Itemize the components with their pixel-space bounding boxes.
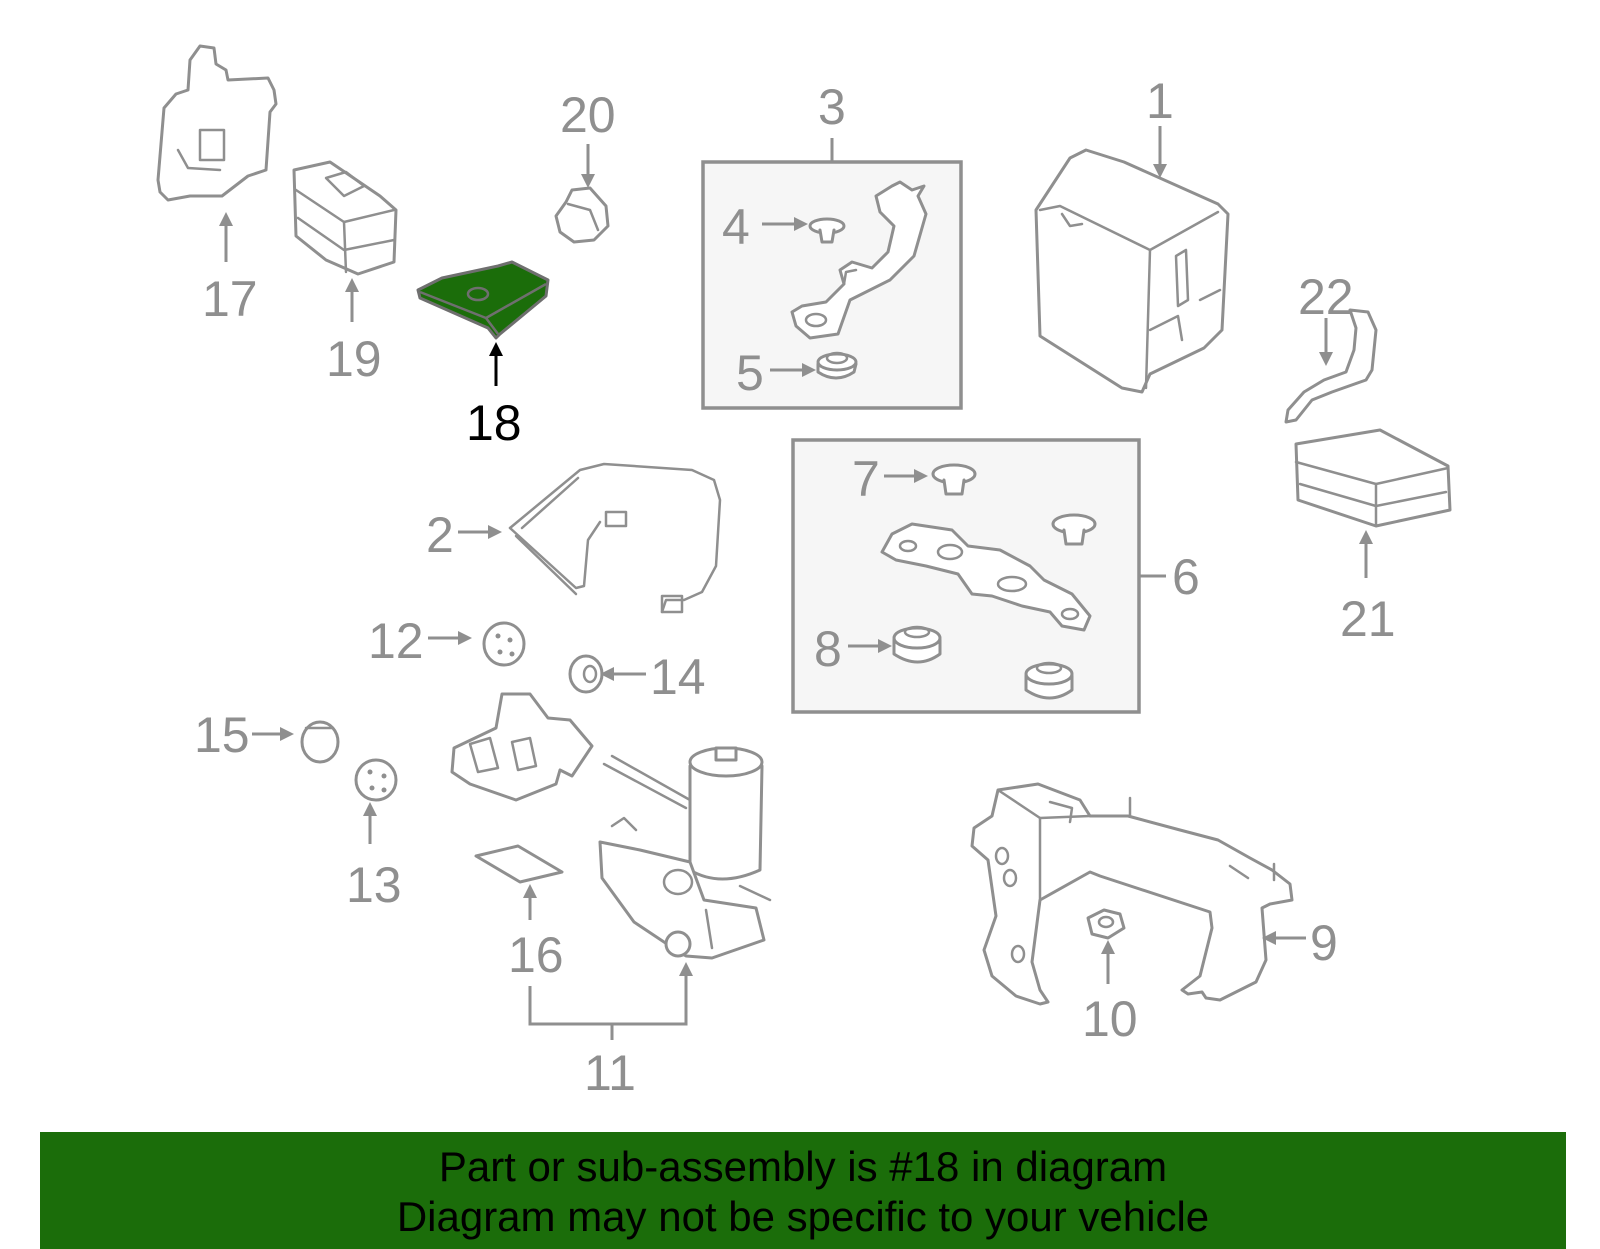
callout-1: 1: [1146, 73, 1174, 129]
part-7-grommet: [931, 463, 977, 496]
callout-7: 7: [852, 451, 880, 507]
leader-22: [1319, 318, 1333, 366]
part-20-sensor: [554, 186, 610, 244]
callout-17: 17: [202, 271, 258, 327]
banner-line-1: Part or sub-assembly is #18 in diagram: [438, 1143, 1168, 1190]
callout-14: 14: [650, 649, 706, 705]
leader-16: [523, 884, 537, 920]
leader-14: [600, 667, 646, 681]
callout-11: 11: [584, 1045, 636, 1101]
part-6-mount-2: [1024, 661, 1074, 700]
callout-3: 3: [818, 79, 846, 135]
callout-12: 12: [368, 613, 424, 669]
leader-21: [1359, 530, 1373, 578]
leader-15: [252, 727, 294, 741]
banner-line-2: Diagram may not be specific to your vehi…: [396, 1193, 1210, 1240]
part-6-bracket-plate: [880, 522, 1092, 632]
leader-19: [345, 278, 359, 322]
leader-12: [428, 631, 472, 645]
part-15-mount: [300, 720, 340, 764]
part-19-module: [292, 160, 398, 276]
callout-21: 21: [1340, 591, 1396, 647]
part-14-washer: [568, 654, 604, 694]
part-13-bushing: [354, 758, 398, 802]
callout-9: 9: [1310, 915, 1338, 971]
part-16-filter: [474, 844, 564, 884]
part-18-highlighted-bracket: [416, 260, 550, 340]
leader-4: [762, 217, 808, 231]
callout-2: 2: [426, 507, 454, 563]
leader-8: [848, 639, 892, 653]
part-17-bracket: [156, 44, 278, 202]
leader-11: [528, 962, 693, 1040]
part-22-bracket: [1284, 308, 1378, 424]
leader-2: [458, 525, 502, 539]
callout-4: 4: [722, 199, 750, 255]
part-10-nut: [1086, 908, 1126, 940]
leader-10: [1101, 940, 1115, 984]
leader-17: [219, 212, 233, 262]
callout-19: 19: [326, 331, 382, 387]
part-12-bushing: [482, 621, 526, 667]
callout-13: 13: [346, 857, 402, 913]
part-6-grommet-2: [1051, 513, 1097, 546]
info-banner: Part or sub-assembly is #18 in diagram D…: [40, 1132, 1566, 1249]
callout-10: 10: [1082, 991, 1138, 1047]
callout-5: 5: [736, 345, 764, 401]
callout-20: 20: [560, 87, 616, 143]
leader-18: [489, 342, 503, 386]
leader-9: [1262, 931, 1306, 945]
leader-20: [581, 144, 595, 188]
part-9-bracket: [970, 782, 1294, 1006]
part-5-mount: [816, 351, 858, 380]
leader-13: [363, 802, 377, 844]
callout-18: 18: [466, 395, 522, 451]
part-3-bracket: [790, 180, 928, 340]
callout-15: 15: [194, 707, 250, 763]
callout-22: 22: [1298, 269, 1354, 325]
callout-8: 8: [814, 621, 842, 677]
leader-5: [770, 363, 816, 377]
callout-6: 6: [1172, 549, 1200, 605]
part-21-ecu: [1294, 428, 1452, 528]
part-4-grommet: [808, 217, 846, 244]
part-1-control-module: [1034, 148, 1230, 394]
part-2-harness: [508, 462, 722, 614]
part-11-compressor: [450, 692, 772, 960]
leader-1: [1153, 126, 1167, 178]
callout-16: 16: [508, 927, 564, 983]
leader-7: [884, 469, 928, 483]
part-8-mount: [892, 625, 942, 664]
